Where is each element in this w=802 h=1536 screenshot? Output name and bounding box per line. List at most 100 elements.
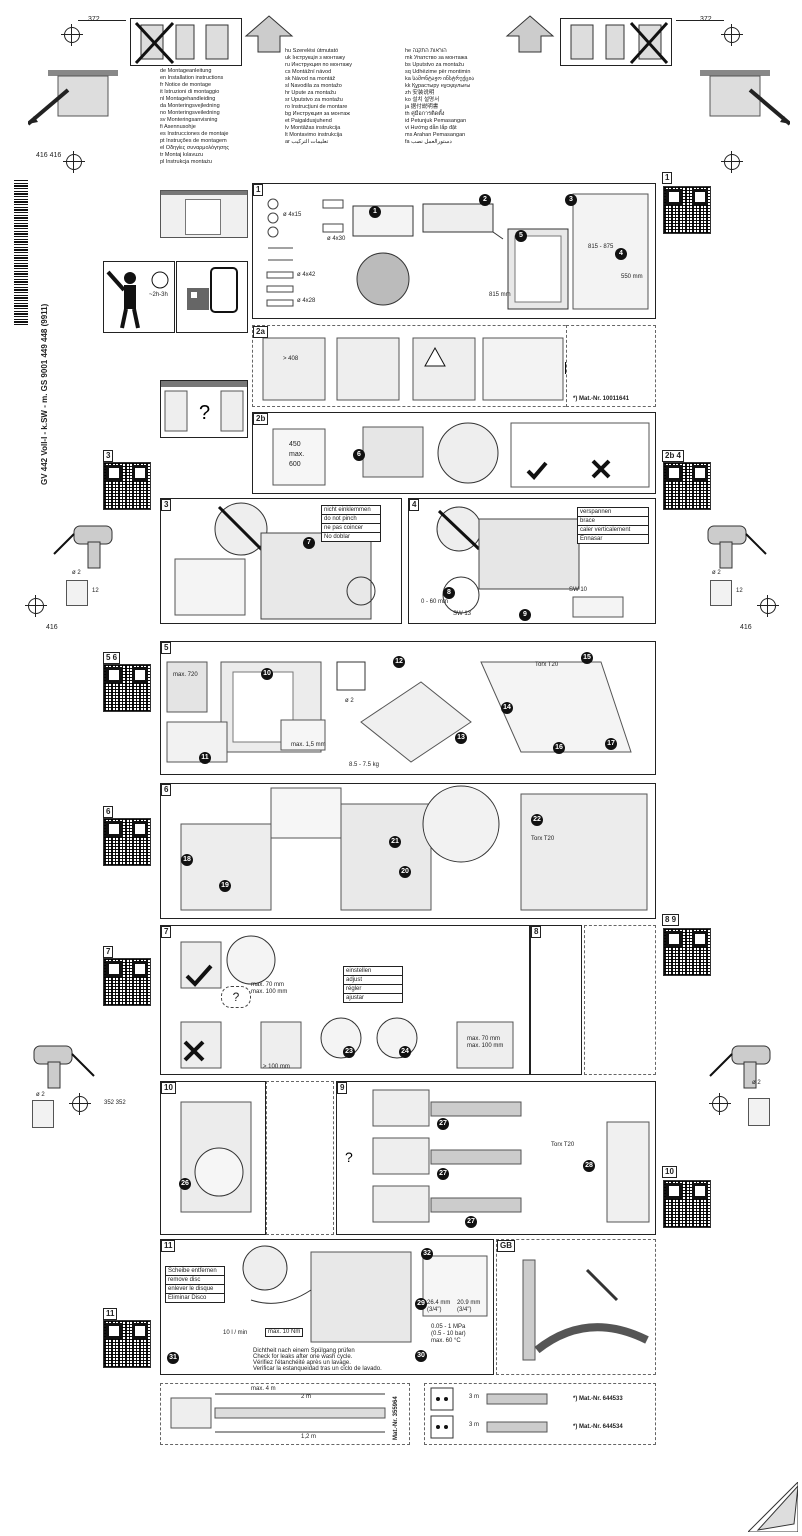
arrow-up-icon-right bbox=[505, 15, 555, 53]
installer-time-pictogram: ~2h-3h bbox=[103, 261, 175, 333]
lower-drill-diam-right: ø 2 bbox=[752, 1080, 761, 1086]
registration-mark-lower-right bbox=[709, 1093, 731, 1115]
qr-code-3[interactable] bbox=[103, 462, 151, 510]
drill-diameter-left: ø 2 bbox=[72, 570, 81, 576]
qr-code-6[interactable] bbox=[103, 818, 151, 866]
step-marker-29: 29 bbox=[415, 1298, 427, 1310]
wrench-sw13: SW 13 bbox=[453, 611, 472, 617]
drill-depth-left: 12 bbox=[92, 588, 99, 594]
panel-gap: max. 1,5 mm bbox=[291, 742, 326, 748]
cable-mat-nr-1: *) Mat.-Nr. 644533 bbox=[573, 1396, 623, 1402]
step-marker-5: 5 bbox=[515, 230, 527, 242]
gap-max-70: max. 70 mm bbox=[251, 982, 285, 988]
step-marker-19: 19 bbox=[219, 880, 231, 892]
step-marker-30: 30 bbox=[415, 1350, 427, 1362]
question-bubble: ? bbox=[221, 986, 251, 1008]
qr-label-8-9: 8 9 bbox=[662, 914, 680, 926]
hose-extension-illustration bbox=[170, 1393, 386, 1433]
gap-max-70-b: max. 70 mm bbox=[467, 1036, 501, 1042]
thread-size-2: 20.9 mm bbox=[457, 1300, 481, 1306]
dim-max: max. bbox=[289, 451, 305, 458]
mat-nr-2a: *) Mat.-Nr. 10011641 bbox=[573, 396, 630, 402]
qr-code-10[interactable] bbox=[663, 1180, 711, 1228]
cable-mat-nr-2: *) Mat.-Nr. 644534 bbox=[573, 1424, 623, 1430]
kitchen-row-illustration bbox=[160, 190, 248, 238]
step-marker-11: 11 bbox=[199, 752, 211, 764]
qr-code-5-6[interactable] bbox=[103, 664, 151, 712]
svg-text:?: ? bbox=[199, 402, 210, 424]
lower-drill-hole-left bbox=[32, 1100, 54, 1128]
qr-code-8-9[interactable] bbox=[663, 928, 711, 976]
qr-label-6: 6 bbox=[103, 806, 114, 818]
barcode bbox=[14, 180, 28, 325]
qr-code-11[interactable] bbox=[103, 1320, 151, 1368]
step-marker-26: 26 bbox=[179, 1178, 191, 1190]
thread-size-1: 26.4 mm bbox=[427, 1300, 451, 1306]
step-marker-27c: 27 bbox=[465, 1216, 477, 1228]
panel-max-height: max. 720 bbox=[173, 672, 198, 678]
step-marker-8: 8 bbox=[443, 587, 455, 599]
gap-min-100: > 100 mm bbox=[263, 1064, 290, 1070]
step-9-panel: 9 ? 27 27 27 28 Torx T20 bbox=[336, 1081, 656, 1235]
registration-mark-left-mid bbox=[25, 595, 47, 617]
step-9-illustration: ? bbox=[345, 1089, 650, 1223]
screwdriver-torx-5: Torx T20 bbox=[535, 662, 559, 668]
wrong-panel-illustration-left bbox=[130, 18, 242, 66]
cable-length-2: 3 m bbox=[469, 1422, 480, 1428]
product-code: GV 442 Voll-I - k.SW - m. GS 9001 449 44… bbox=[40, 303, 49, 485]
gb-panel: GB bbox=[496, 1239, 656, 1375]
torque-label: max. 10 Nm bbox=[265, 1328, 304, 1337]
step-2b-illustration bbox=[272, 422, 650, 488]
step-marker-27a: 27 bbox=[437, 1118, 449, 1130]
step-10-illustration bbox=[180, 1101, 252, 1213]
drill-diameter-right: ø 2 bbox=[712, 570, 721, 576]
registration-mark-lower-left bbox=[69, 1093, 91, 1115]
wrong-panel-illustration-right bbox=[560, 18, 672, 66]
leak-check-en: Check for leaks after one wash cycle. bbox=[253, 1354, 353, 1360]
min-height-mark: > 408 bbox=[283, 356, 299, 362]
drill-icon-right bbox=[707, 525, 767, 569]
step-marker-27b: 27 bbox=[437, 1168, 449, 1180]
section-number-2a: 2a bbox=[253, 326, 268, 338]
qr-code-1[interactable] bbox=[663, 186, 711, 234]
screw-size-2: ø 4x30 bbox=[327, 236, 346, 242]
step-6-illustration bbox=[180, 785, 648, 911]
panel-mass: 8.5 - 7.5 kg bbox=[349, 762, 380, 768]
leak-check-de: Dichtheit nach einem Spülgang prüfen bbox=[253, 1348, 355, 1354]
qr-label-1: 1 bbox=[662, 172, 673, 184]
sockets-illustration bbox=[430, 1387, 548, 1439]
dimension-lower-left: 352 352 bbox=[104, 1100, 126, 1106]
step-1-panel: 1 1 2 3 4 5 ø 4x15 ø 4x30 ø 4x42 ø 4x28 … bbox=[252, 183, 656, 319]
section-number-8: 8 bbox=[531, 926, 542, 938]
drill-diam-5: ø 2 bbox=[345, 698, 354, 704]
crossed-panel-icon bbox=[134, 21, 229, 65]
qr-code-2b-4[interactable] bbox=[663, 462, 711, 510]
step-8-panel: 8 bbox=[530, 925, 582, 1075]
drill-icon-lower-left bbox=[33, 1045, 95, 1089]
section-number-9: 9 bbox=[337, 1082, 348, 1094]
section-number-11: 11 bbox=[161, 1240, 176, 1252]
dimension-top-left: 372 bbox=[88, 16, 100, 24]
section-number-10: 10 bbox=[161, 1082, 176, 1094]
step-5-illustration bbox=[166, 661, 632, 763]
screw-size-4: ø 4x28 bbox=[297, 298, 316, 304]
qr-code-7[interactable] bbox=[103, 958, 151, 1006]
gb-illustration bbox=[522, 1259, 649, 1361]
step-7-illustration bbox=[180, 935, 514, 1069]
arrow-up-icon-left bbox=[244, 15, 294, 53]
step-10-detail-panel bbox=[266, 1081, 334, 1235]
step-marker-12: 12 bbox=[393, 656, 405, 668]
thread-size-2b: (3/4") bbox=[457, 1307, 472, 1313]
step-marker-7: 7 bbox=[303, 537, 315, 549]
step-marker-32: 32 bbox=[421, 1248, 433, 1260]
registration-mark-right-mid bbox=[757, 595, 779, 617]
dim-600: 600 bbox=[289, 461, 301, 468]
step-marker-6: 6 bbox=[353, 449, 365, 461]
